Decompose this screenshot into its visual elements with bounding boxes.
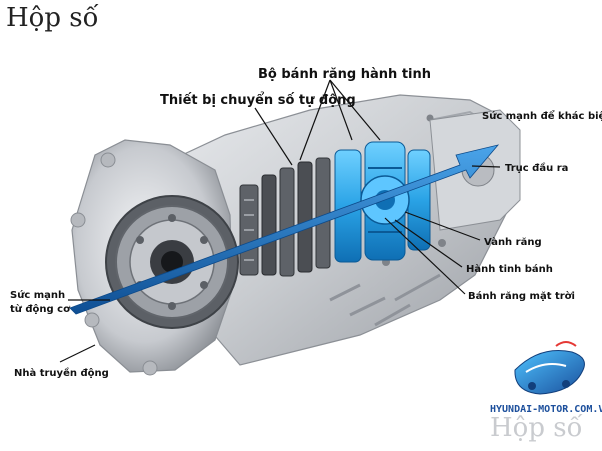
label-sun-gear: Bánh răng mặt trời [468,290,575,302]
clutch-packs [239,157,331,277]
brand-logo [514,341,585,395]
label-engine-power-line2: từ động cơ [10,303,71,315]
label-ring-gear: Vành răng [484,236,542,248]
label-transmission-housing: Nhà truyền động [14,366,109,379]
page-title: Hộp số [6,3,99,33]
leader-lines [59,79,501,363]
bell-housing [70,139,239,376]
watermark-text: Hộp số [490,413,583,443]
label-power-to-differential: Sức mạnh để khác biệt [482,109,602,122]
label-planet-gear: Hành tinh bánh [466,263,553,275]
label-auto-shift-device: Thiết bị chuyển số tự động [160,92,356,108]
planetary-gearset-shape [334,141,431,263]
label-engine-power-line1: Sức mạnh [10,289,65,301]
label-output-shaft: Trục đầu ra [505,162,568,174]
brand-site-text: HYUNDAI-MOTOR.COM.VN [490,404,602,415]
label-planetary-gearset: Bộ bánh răng hành tinh [258,67,431,82]
power-flow-arrow [69,144,500,315]
